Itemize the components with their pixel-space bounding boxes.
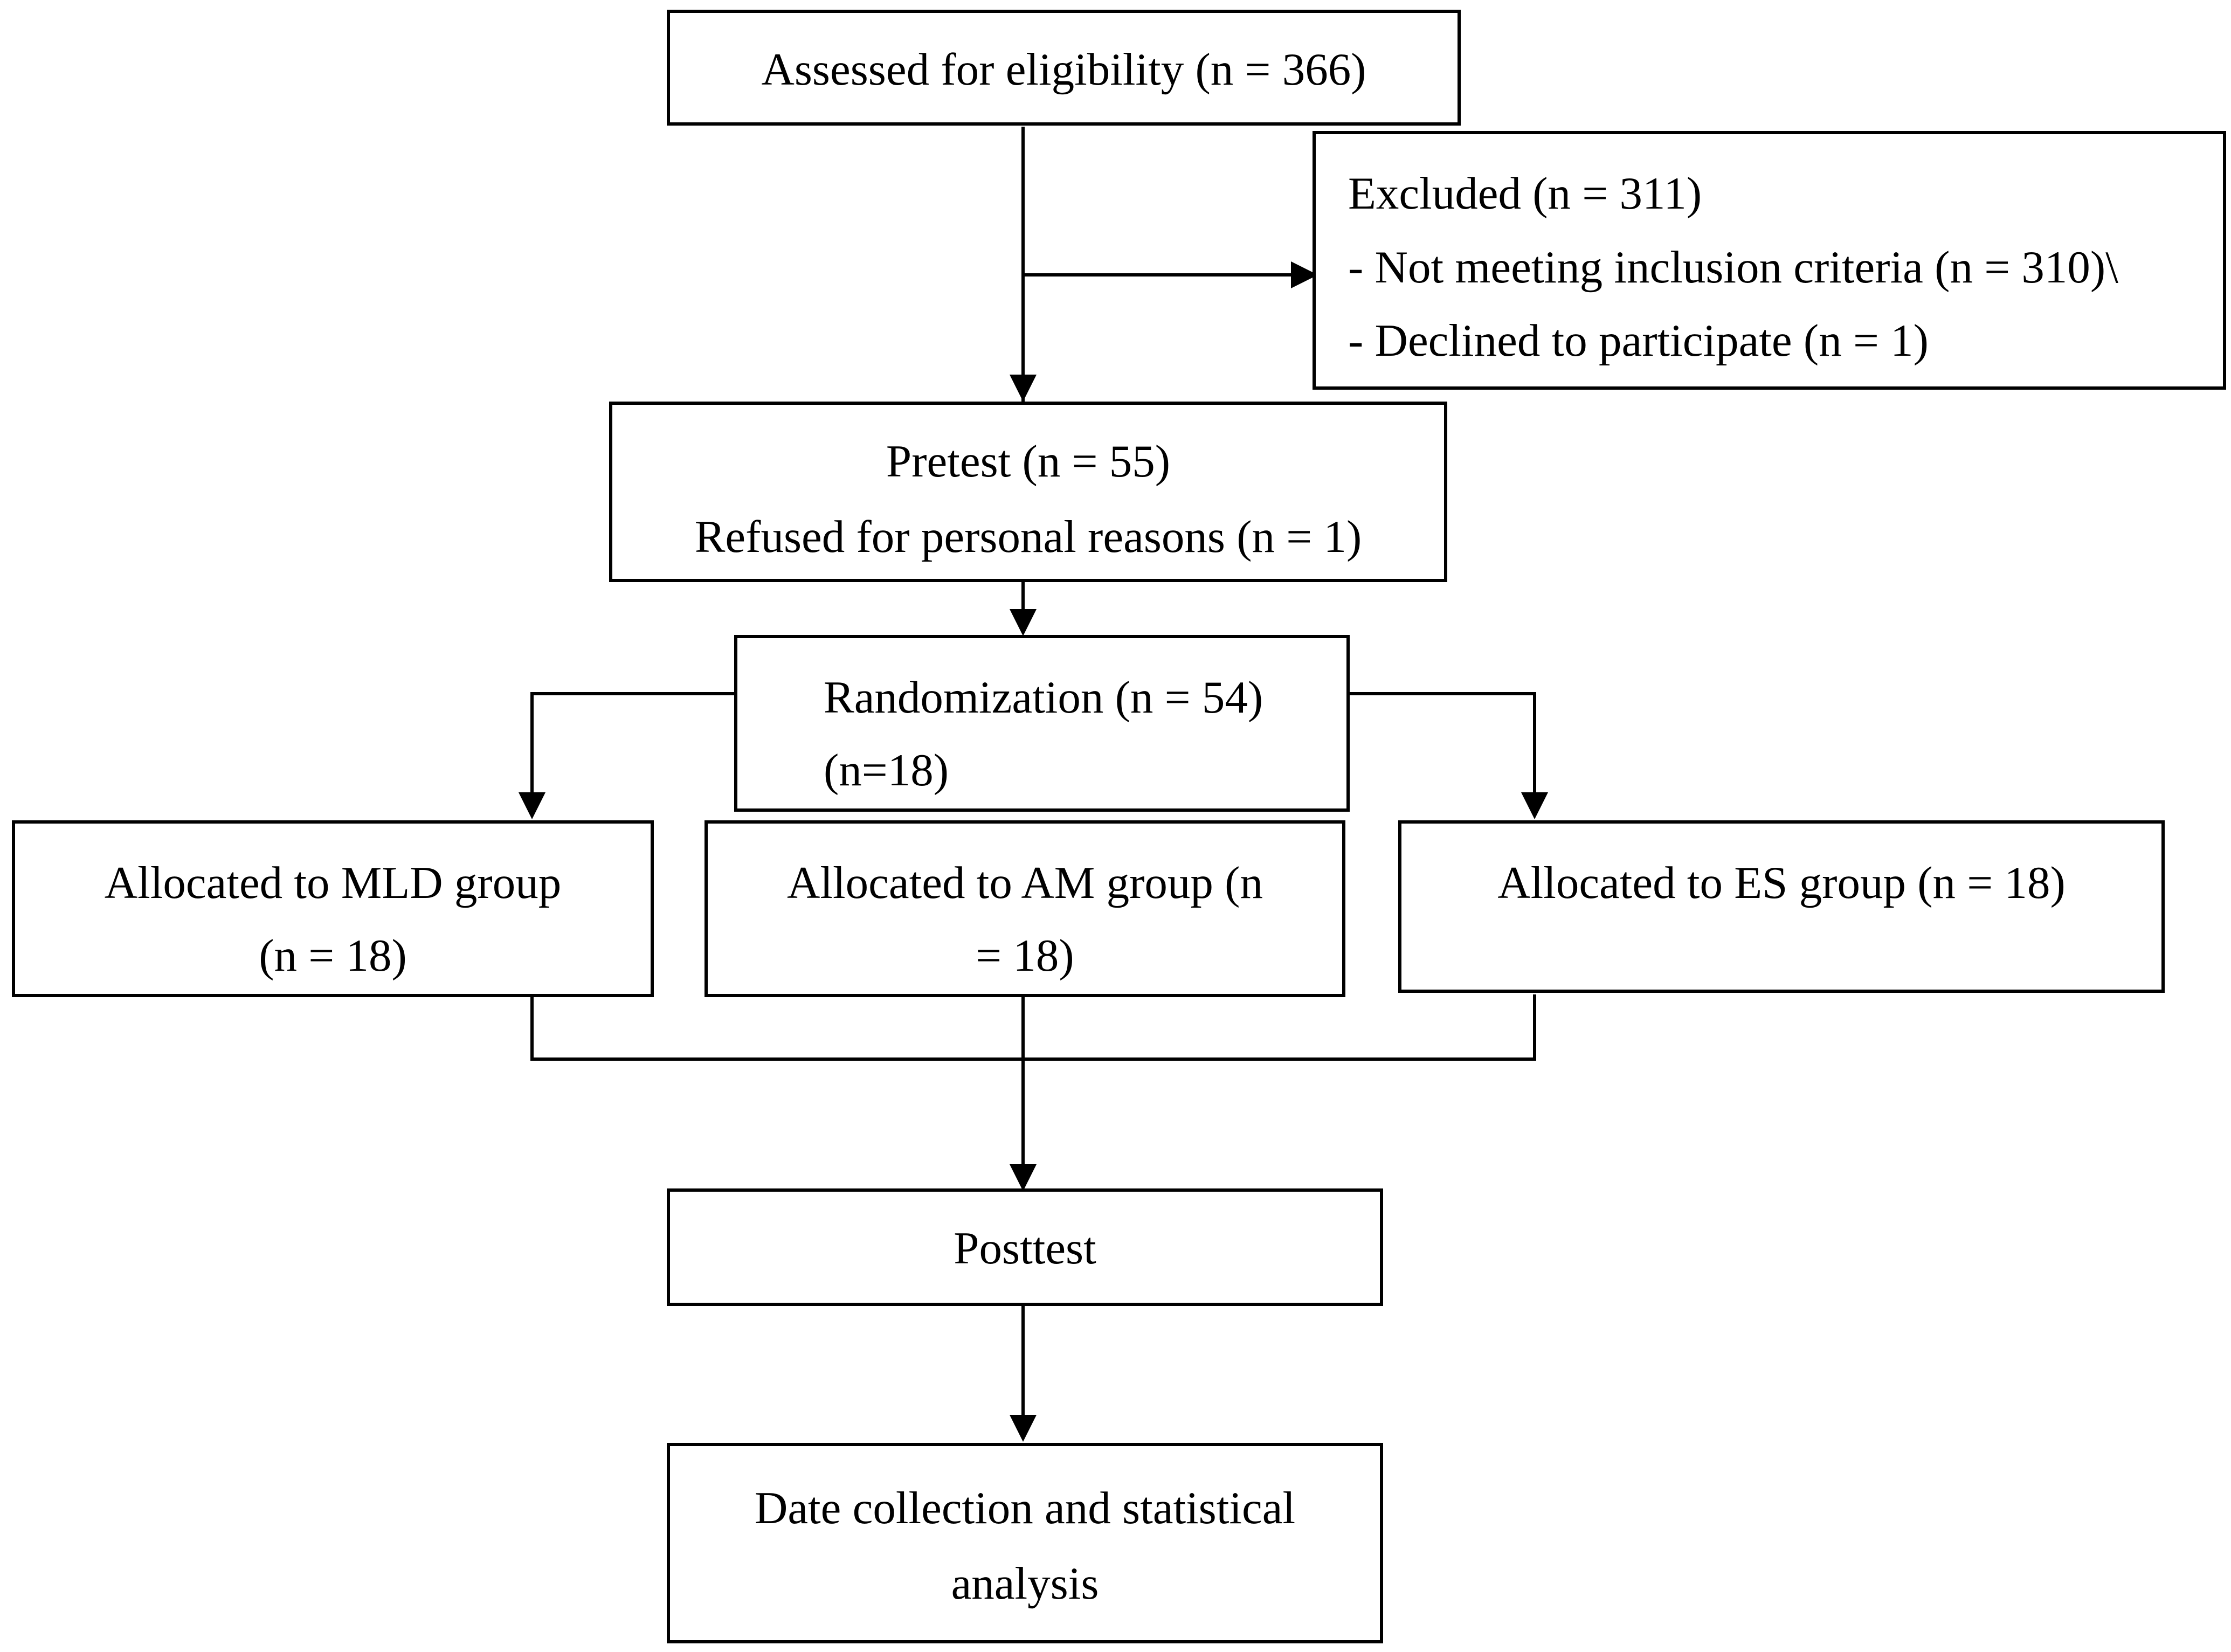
excluded-reason-1: - Not meeting inclusion criteria (n = 31…	[1348, 242, 2118, 293]
arrowhead-posttest	[1010, 1164, 1037, 1191]
pretest-box: Pretest (n = 55) Refused for personal re…	[609, 402, 1447, 582]
mld-group-box: Allocated to MLD group (n = 18)	[12, 820, 654, 997]
arrowhead-pretest	[1010, 375, 1037, 402]
arrow-to-es	[1348, 692, 1536, 792]
es-group-box: Allocated to ES group (n = 18)	[1398, 820, 2165, 993]
am-group-box: Allocated to AM group (n = 18)	[704, 820, 1345, 997]
arrowhead-es	[1521, 792, 1548, 819]
posttest-text: Posttest	[954, 1223, 1096, 1274]
randomization-box: Randomization (n = 54) (n=18)	[734, 635, 1350, 812]
assessed-box: Assessed for eligibility (n = 366)	[667, 10, 1461, 126]
pretest-line-1: Pretest (n = 55)	[886, 436, 1171, 487]
am-group-line-1: Allocated to AM group (n	[787, 858, 1263, 908]
merge-line	[530, 994, 1536, 1061]
arrowhead-excluded	[1291, 261, 1318, 288]
mld-group-line-1: Allocated to MLD group	[104, 858, 562, 908]
analysis-box: Date collection and statistical analysis	[667, 1443, 1383, 1643]
am-group-line-2: = 18)	[976, 930, 1074, 981]
arrowhead-mld	[519, 792, 545, 819]
arrowhead-randomization	[1010, 609, 1037, 636]
randomization-line-2: (n=18)	[824, 745, 949, 796]
arrowhead-analysis	[1010, 1415, 1037, 1442]
randomization-line-1: Randomization (n = 54)	[824, 672, 1263, 723]
posttest-box: Posttest	[667, 1188, 1383, 1306]
analysis-line-1: Date collection and statistical	[754, 1483, 1296, 1533]
pretest-line-2: Refused for personal reasons (n = 1)	[694, 512, 1362, 562]
mld-group-line-2: (n = 18)	[259, 930, 407, 981]
analysis-line-2: analysis	[951, 1558, 1099, 1609]
excluded-box: Excluded (n = 311) - Not meeting inclusi…	[1313, 131, 2226, 390]
assessed-text: Assessed for eligibility (n = 366)	[761, 44, 1366, 95]
arrow-to-mld	[530, 692, 736, 792]
excluded-reason-2: - Declined to participate (n = 1)	[1348, 315, 1929, 366]
es-group-line-1: Allocated to ES group (n = 18)	[1497, 858, 2066, 908]
excluded-title: Excluded (n = 311)	[1348, 168, 1702, 219]
